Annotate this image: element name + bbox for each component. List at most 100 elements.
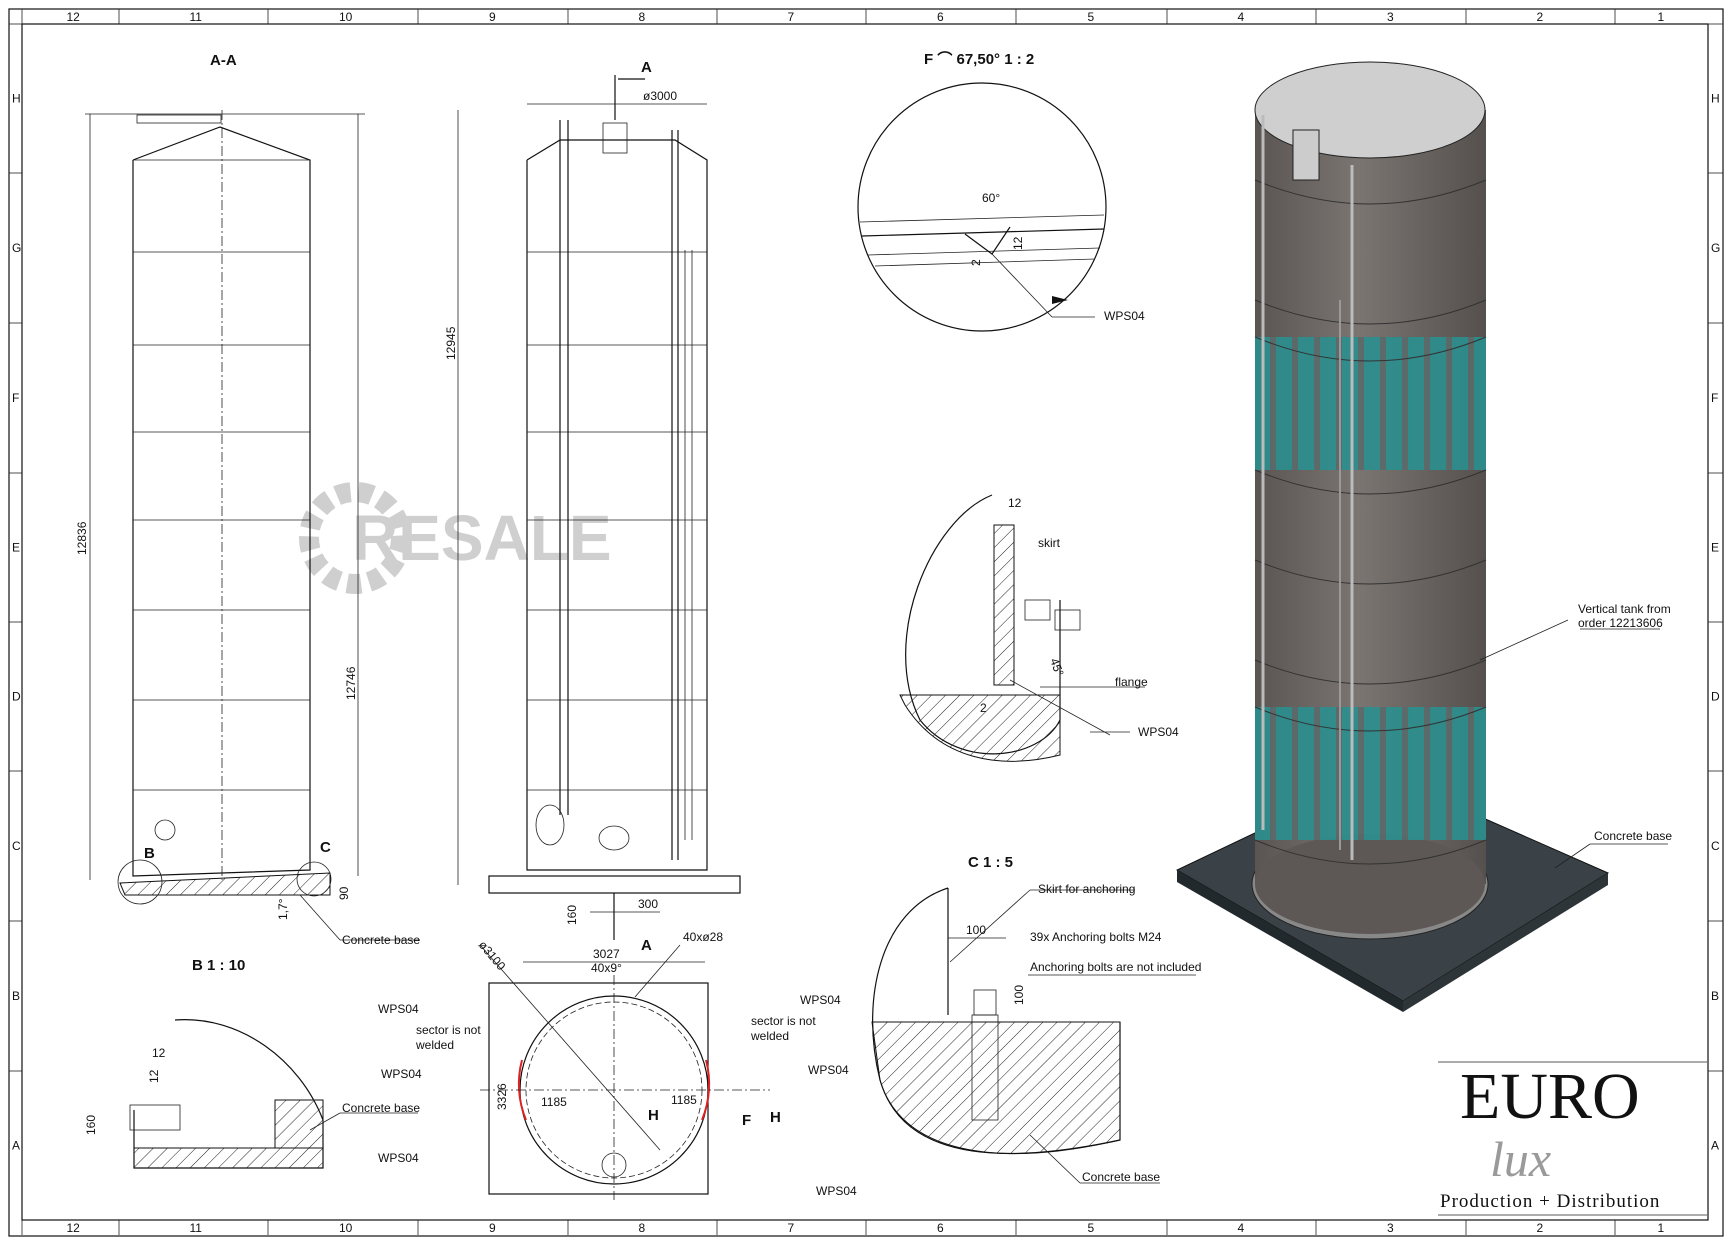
weld-label: WPS04 (808, 1063, 849, 1077)
grid-row-label: D (1711, 690, 1720, 704)
grid-row-label: H (1711, 92, 1720, 106)
view-title: A-A (210, 52, 237, 69)
section-h-marker: H (648, 1107, 659, 1124)
grid-column-label: 7 (788, 10, 795, 24)
shell-course-line (1254, 299, 1487, 325)
shell-course-line (1254, 706, 1487, 732)
detail-c-marker: C (320, 839, 331, 856)
grid-column-label: 1 (1658, 10, 1665, 24)
section-view-aa: A-A 12836 12746 B C 1,7° 90 Concrete bas… (75, 52, 420, 947)
sector-note-right: welded (750, 1029, 789, 1043)
dim-slope: 1,7° (276, 898, 290, 920)
sector-note-left: welded (415, 1038, 454, 1052)
grid-column-label: 5 (1088, 10, 1095, 24)
svg-text:RESALE: RESALE (352, 502, 612, 574)
dim-160: 160 (84, 1115, 98, 1135)
grid-column-label: 6 (937, 10, 944, 24)
dim-3326: 3326 (495, 1083, 509, 1110)
shell-course-line (1254, 559, 1487, 585)
grid-row-label: G (12, 241, 21, 255)
weld-label: WPS04 (378, 1002, 419, 1016)
angle-label: 60° (982, 191, 1000, 205)
detail-b: B 1 : 10 12 12 160 Concrete base (84, 957, 420, 1169)
dim-3027: 3027 (593, 947, 620, 961)
grid-column-label: 12 (67, 1221, 81, 1235)
grid-column-label: 12 (67, 10, 81, 24)
detail-f: F ⌒ 67,50° 1 : 2 60° 12 2 WPS04 (857, 50, 1145, 332)
grid-row-label: A (12, 1139, 20, 1153)
isometric-tank: Vertical tank from order 12213606 Concre… (1175, 61, 1672, 1012)
view-title: B 1 : 10 (192, 957, 245, 974)
grid-column-label: 11 (190, 1221, 203, 1235)
grid-column-label: 4 (1238, 10, 1245, 24)
weld-label: WPS04 (800, 993, 841, 1007)
grid-row-label: D (12, 690, 21, 704)
flange-label: flange (1115, 675, 1148, 689)
logo-tagline: Production + Distribution (1440, 1191, 1660, 1212)
eurolux-logo: lux EURO Production + Distribution (1438, 1060, 1707, 1216)
bolts-label: 39x Anchoring bolts M24 (1030, 930, 1162, 944)
front-view: A ø3000 12945 160 300 A (444, 59, 741, 954)
grid-column-label: 9 (489, 1221, 496, 1235)
grid-column-label: 2 (1537, 10, 1544, 24)
logo-script: lux (1490, 1131, 1551, 1187)
holes-label: 40xø28 (683, 930, 723, 944)
grid-row-label: H (12, 92, 21, 106)
dim-12: 12 (1008, 496, 1022, 510)
shell-course-line (1254, 659, 1487, 685)
dim-160: 160 (565, 905, 579, 925)
grid-column-label: 10 (339, 1221, 353, 1235)
concrete-base-label: Concrete base (342, 1101, 420, 1115)
dim-12: 12 (1011, 236, 1025, 250)
dim-height-total: 12836 (75, 521, 89, 555)
grid-column-label: 8 (639, 10, 646, 24)
grid-row-label: C (12, 839, 21, 853)
grid-row-label: B (12, 989, 20, 1003)
concrete-base-label: Concrete base (1082, 1170, 1160, 1184)
section-mark-bottom: A (641, 937, 652, 954)
grid-column-label: 11 (190, 10, 203, 24)
grid-column-label: 5 (1088, 1221, 1095, 1235)
dim-2: 2 (980, 701, 987, 715)
resale-watermark: RESALE (299, 482, 612, 594)
grid-row-label: E (1711, 541, 1719, 555)
dim-2: 2 (969, 259, 983, 266)
section-mark: A (641, 59, 652, 76)
grid-column-label: 10 (339, 10, 353, 24)
detail-c: C 1 : 5 Skirt for anchoring 100 39x Anch… (871, 854, 1201, 1184)
dim-angle: 40x9° (591, 961, 622, 975)
view-title: F ⌒ 67,50° 1 : 2 (924, 50, 1034, 68)
grid-column-label: 6 (937, 1221, 944, 1235)
grid-row-label: G (1711, 241, 1720, 255)
skirt-label: Skirt for anchoring (1038, 882, 1135, 896)
weld-label: WPS04 (816, 1184, 857, 1198)
not-included-note: Anchoring bolts are not included (1030, 960, 1201, 974)
grid-row-label: C (1711, 839, 1720, 853)
detail-f-marker: F (742, 1112, 751, 1129)
dim-12-v: 12 (147, 1069, 161, 1083)
concrete-base-label: Concrete base (342, 933, 420, 947)
grid-row-label: B (1711, 989, 1719, 1003)
detail-skirt: 12 skirt 45° flange 2 WPS04 (899, 494, 1179, 762)
grid-column-label: 1 (1658, 1221, 1665, 1235)
tank-label: order 12213606 (1578, 616, 1663, 630)
sector-note-right: sector is not (751, 1014, 816, 1028)
dim-height: 12945 (444, 326, 458, 360)
dim-100-v: 100 (1012, 985, 1026, 1005)
dim-1185-right: 1185 (671, 1093, 697, 1107)
shell-course-line (1254, 469, 1487, 495)
view-title: C 1 : 5 (968, 854, 1013, 871)
grid-row-label: F (12, 391, 19, 405)
sector-note-left: sector is not (416, 1023, 481, 1037)
grid-row-label: F (1711, 391, 1718, 405)
dim-100-h: 100 (966, 923, 986, 937)
dim-3100: ø3100 (476, 938, 509, 973)
plan-view: ø3100 3027 40x9° 40xø28 3326 1185 1185 s… (378, 930, 857, 1200)
grid-column-label: 3 (1387, 10, 1394, 24)
grid-column-label: 2 (1537, 1221, 1544, 1235)
dim-height-shell: 12746 (344, 666, 358, 700)
dim-base: 90 (337, 886, 351, 900)
grid-column-label: 8 (639, 1221, 646, 1235)
